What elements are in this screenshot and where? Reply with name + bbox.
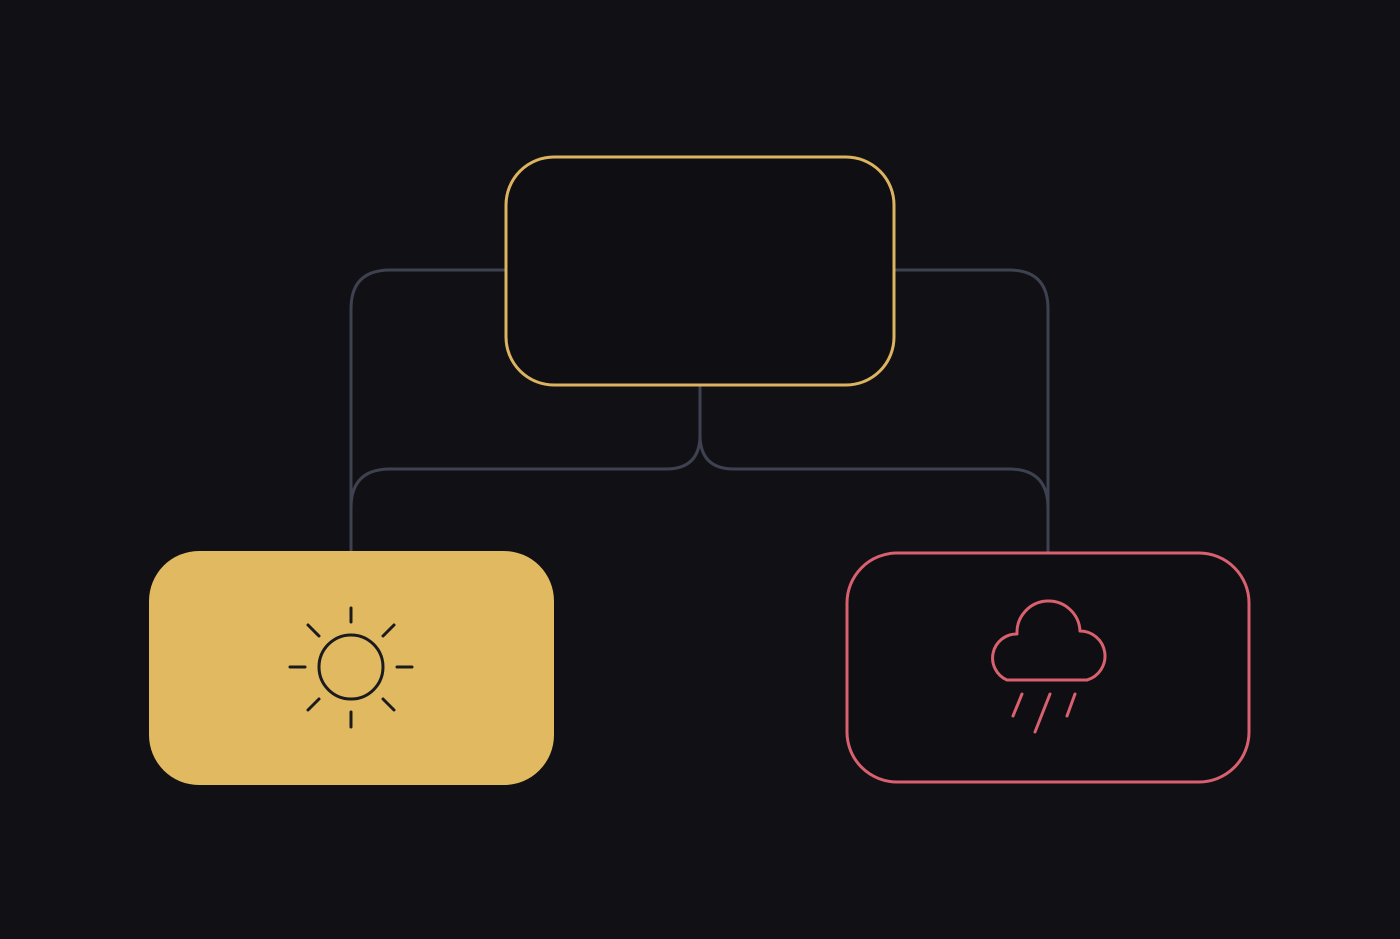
node-rainy[interactable]	[845, 551, 1251, 784]
root-box[interactable]	[504, 155, 896, 387]
connectors	[349, 268, 1050, 552]
connector-root-stem-right	[698, 386, 1050, 509]
connector-root-right-bracket	[895, 268, 1050, 552]
connector-root-left-bracket	[349, 268, 505, 552]
node-sunny[interactable]	[149, 551, 554, 785]
sun-icon	[288, 606, 414, 729]
sunny-box[interactable]	[149, 551, 554, 785]
connector-root-stem-left	[349, 386, 702, 509]
node-root[interactable]	[504, 155, 896, 387]
rain-cloud-icon	[991, 599, 1107, 734]
rainy-box[interactable]	[845, 551, 1251, 784]
